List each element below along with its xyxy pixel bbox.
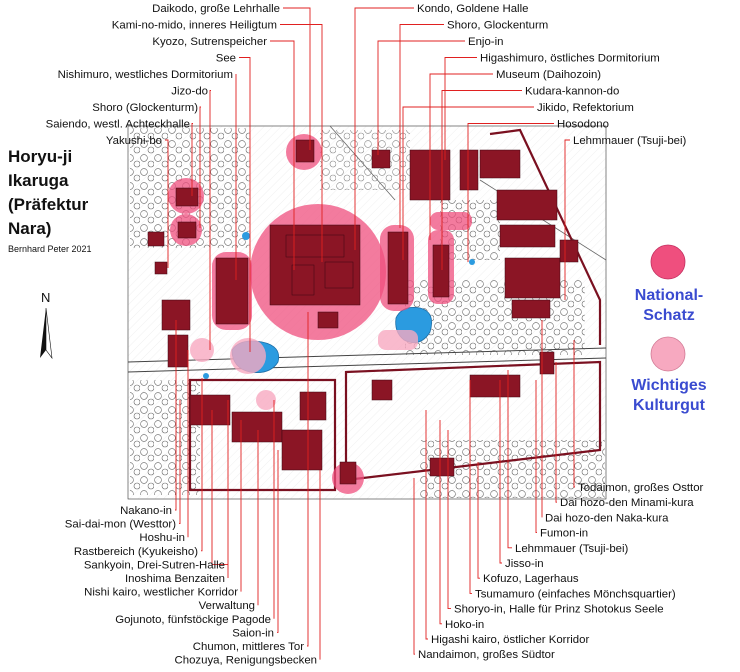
north-label: N (41, 290, 50, 305)
leader-line (399, 24, 444, 228)
label-right-bottom-9: Hoko-in (445, 619, 484, 631)
label-right-bottom-0: Todaimon, großes Osttor (578, 482, 704, 494)
label-left-bottom-9: Saion-in (232, 627, 274, 639)
leader-line (239, 57, 251, 352)
credit: Bernhard Peter 2021 (8, 244, 92, 254)
label-right-bottom-1: Dai hozo-den Minami-kura (560, 497, 694, 509)
label-left-bottom-0: Nakano-in (120, 505, 172, 517)
label-right-top-3: Higashimuro, östliches Dormitorium (480, 53, 660, 65)
label-left-bottom-6: Nishi kairo, westlicher Korridor (84, 587, 238, 599)
label-right-top-6: Jikido, Refektorium (537, 102, 634, 114)
title-line-4: Nara) (8, 219, 51, 238)
label-left-bottom-1: Sai-dai-mon (Westtor) (65, 519, 176, 531)
label-left-bottom-3: Rastbereich (Kyukeisho) (74, 546, 198, 558)
leader-line (439, 420, 442, 625)
label-right-bottom-10: Higashi kairo, östlicher Korridor (431, 634, 589, 646)
leader-line (535, 380, 537, 534)
label-left-top-7: Saiendo, westl. Achteckhalle (46, 119, 190, 131)
legend-national-line1: National- (635, 287, 703, 304)
leader-line (444, 57, 477, 160)
leader-line (199, 106, 201, 228)
leader-line (555, 362, 557, 503)
leader-line (211, 410, 228, 565)
label-right-top-1: Shoro, Glockenturm (447, 20, 548, 32)
label-left-top-1: Kami-no-mido, inneres Heiligtum (112, 20, 277, 32)
leader-line (469, 380, 472, 594)
label-left-bottom-4: Sankyoin, Drei-Sutren-Halle (84, 559, 225, 571)
leader-line (175, 320, 177, 511)
leader-line (377, 40, 465, 155)
leader-line (270, 40, 295, 270)
leader-line (280, 24, 323, 262)
leader-line (429, 73, 493, 240)
label-right-bottom-2: Dai hozo-den Naka-kura (545, 512, 669, 524)
leader-line (573, 340, 575, 488)
leader-line (413, 478, 415, 655)
legend-important-line1: Wichtiges (631, 377, 707, 394)
label-right-bottom-5: Jisso-in (505, 558, 544, 570)
label-left-top-0: Daikodo, große Lehrhalle (152, 3, 280, 15)
legend-national-swatch (650, 244, 686, 280)
leader-lines (165, 7, 575, 660)
leader-line (499, 380, 502, 564)
walls (188, 128, 602, 492)
label-right-bottom-6: Kofuzo, Lagerhaus (483, 573, 579, 585)
label-left-bottom-8: Gojunoto, fünfstöckige Pagode (115, 614, 271, 626)
leader-line (165, 139, 169, 268)
label-right-bottom-3: Fumon-in (540, 528, 588, 540)
label-left-top-2: Kyozo, Sutrenspeicher (152, 36, 267, 48)
leader-line (307, 312, 309, 647)
leader-line (283, 7, 311, 150)
label-right-top-7: Hosodono (557, 119, 609, 131)
leader-line (564, 139, 570, 300)
label-left-bottom-2: Hoshu-in (139, 532, 185, 544)
leader-line (402, 106, 534, 260)
label-left-top-5: Jizo-do (171, 86, 208, 98)
leader-line (425, 410, 428, 640)
leader-line (507, 370, 512, 549)
label-right-bottom-8: Shoryo-in, Halle für Prinz Shotokus Seel… (454, 604, 664, 616)
label-left-bottom-7: Verwaltung (199, 600, 255, 612)
label-left-top-4: Nishimuro, westliches Dormitorium (58, 69, 233, 81)
leader-line (477, 462, 480, 579)
title-line-3: (Präfektur (8, 195, 89, 214)
leader-line (179, 400, 181, 525)
leader-line (467, 123, 554, 262)
north-arrow-icon: N (40, 290, 53, 360)
label-right-top-8: Lehmmauer (Tsuji-bei) (573, 135, 687, 147)
label-left-top-3: See (216, 53, 236, 65)
leader-line (201, 378, 203, 552)
leader-line (277, 450, 279, 633)
legend-national-line2: Schatz (643, 307, 695, 324)
label-right-bottom-7: Tsumamuro (einfaches Mönchsquartier) (475, 588, 676, 600)
legend: National- Schatz Wichtiges Kulturgut (631, 244, 707, 414)
label-left-bottom-5: Inoshima Benzaiten (125, 573, 225, 585)
leader-line (209, 90, 211, 350)
label-right-bottom-4: Lehmmauer (Tsuji-bei) (515, 543, 629, 555)
label-right-top-5: Kudara-kannon-do (525, 86, 619, 98)
title-line-2: Ikaruga (8, 171, 69, 190)
leader-line (447, 430, 451, 610)
label-left-bottom-11: Chozuya, Renigungsbecken (175, 655, 317, 667)
title-block: Horyu-ji Ikaruga (Präfektur Nara) Bernha… (8, 147, 92, 254)
label-left-bottom-10: Chumon, mittleres Tor (193, 641, 304, 653)
legend-important-swatch (650, 336, 686, 372)
legend-important-line2: Kulturgut (633, 397, 706, 414)
label-right-top-4: Museum (Daihozoin) (496, 69, 601, 81)
label-right-top-2: Enjo-in (468, 36, 503, 48)
label-right-top-0: Kondo, Goldene Halle (417, 3, 528, 15)
label-left-top-6: Shoro (Glockenturm) (92, 102, 198, 114)
label-right-bottom-11: Nandaimon, großes Südtor (418, 649, 555, 661)
leader-line (354, 7, 414, 250)
title-line-1: Horyu-ji (8, 147, 72, 166)
important-property-areas (190, 330, 418, 410)
label-left-top-8: Yakushi-bo (106, 135, 162, 147)
leader-line (191, 123, 193, 196)
leader-line (441, 90, 522, 270)
